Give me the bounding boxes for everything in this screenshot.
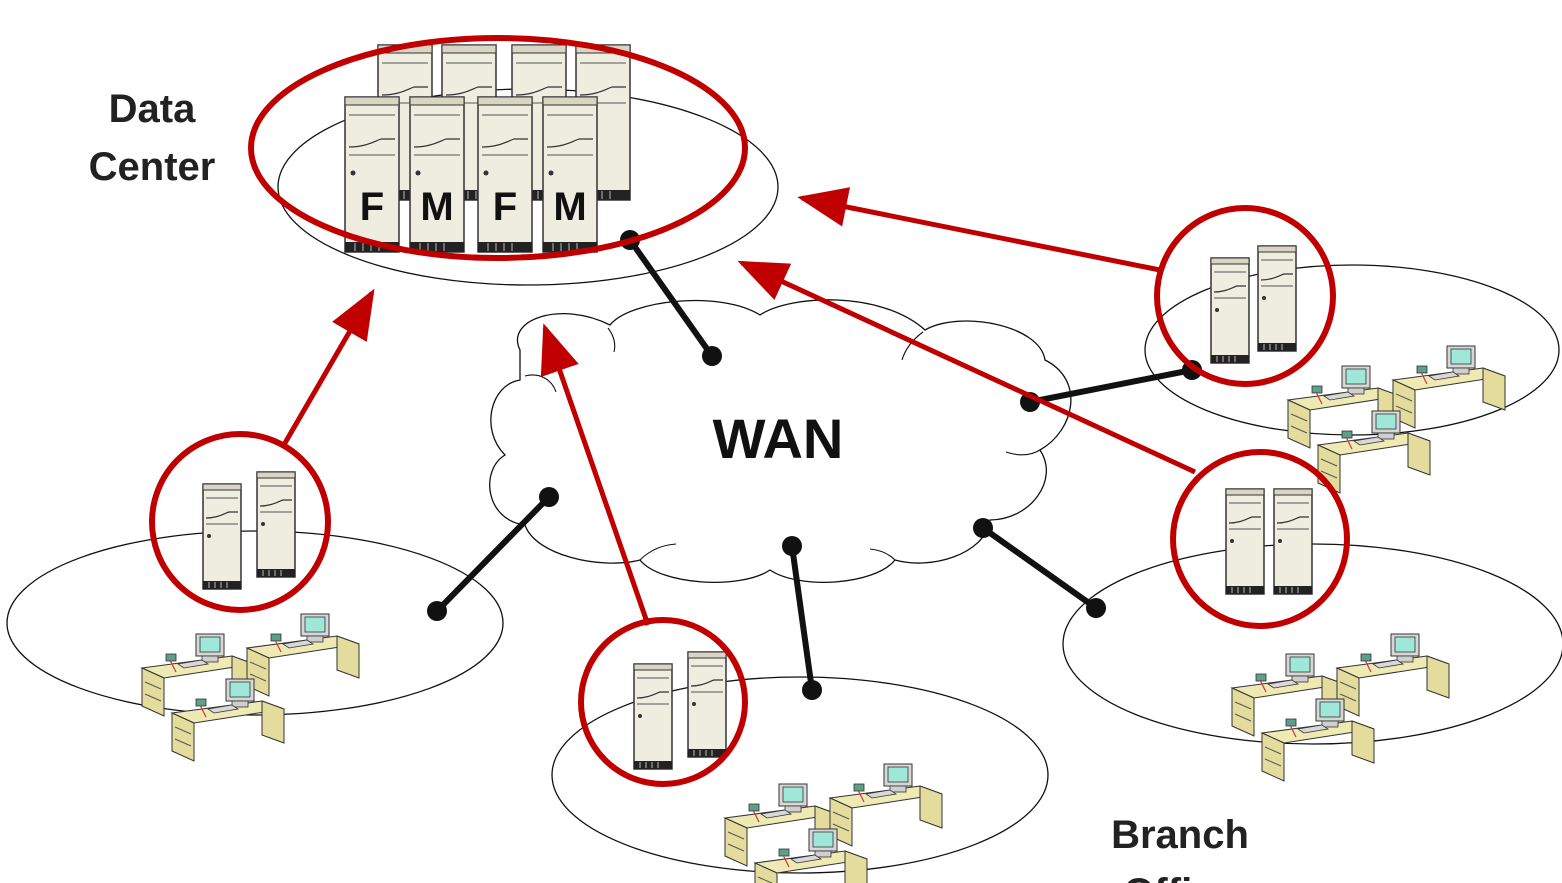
highlight-circles bbox=[149, 35, 1350, 787]
server-icon bbox=[202, 483, 242, 590]
branch-right-top-servers bbox=[1210, 245, 1297, 364]
server-icon bbox=[687, 651, 727, 758]
branch-office-label-line2: Office bbox=[1123, 871, 1236, 883]
highlight-branch-left bbox=[149, 431, 331, 613]
branch-site-right-bottom bbox=[1062, 543, 1562, 745]
link-branch-right-bottom bbox=[980, 525, 1099, 611]
data-center-label-line2: Center bbox=[89, 145, 216, 189]
highlight-branch-right-bottom bbox=[1170, 449, 1350, 629]
server-label-3: F bbox=[493, 185, 517, 229]
arrow-branch-left bbox=[282, 288, 375, 445]
workstation-icon bbox=[1232, 634, 1449, 781]
link-branch-right-top bbox=[1027, 367, 1195, 405]
workstation-icon bbox=[725, 764, 942, 883]
server-icon bbox=[1273, 488, 1313, 595]
server-icon bbox=[1210, 257, 1250, 364]
branch-office-label-line1: Branch bbox=[1111, 813, 1249, 857]
server-label-1: F bbox=[360, 185, 384, 229]
highlight-branch-bottom bbox=[578, 617, 748, 787]
wan-links bbox=[434, 237, 1195, 693]
server-icon bbox=[1225, 488, 1265, 595]
link-branch-bottom bbox=[789, 543, 815, 693]
server-icon bbox=[256, 471, 296, 578]
branch-site-right-top bbox=[1144, 264, 1560, 436]
branch-bottom-servers bbox=[633, 651, 727, 770]
data-center-server-rack: F M F M bbox=[344, 44, 631, 253]
branch-site-bottom bbox=[551, 676, 1049, 874]
highlight-data-center bbox=[248, 35, 748, 261]
link-datacenter bbox=[627, 237, 715, 359]
server-icon bbox=[633, 663, 673, 770]
arrow-branch-right-bottom bbox=[737, 260, 1197, 475]
data-center-label-line1: Data bbox=[109, 87, 196, 131]
branch-site-left bbox=[6, 530, 504, 716]
highlight-branch-right-top bbox=[1154, 205, 1336, 387]
cloud-icon bbox=[489, 299, 1072, 583]
wan-label: WAN bbox=[713, 407, 844, 470]
server-label-2: M bbox=[420, 185, 453, 229]
server-icon bbox=[1257, 245, 1297, 352]
branch-right-bottom-servers bbox=[1225, 488, 1313, 595]
arrow-branch-bottom bbox=[540, 323, 651, 626]
workstation-icon bbox=[142, 614, 359, 761]
link-branch-left bbox=[434, 494, 552, 614]
arrow-branch-right-top bbox=[797, 187, 1161, 273]
replication-arrows bbox=[282, 187, 1197, 626]
server-label-4: M bbox=[553, 185, 586, 229]
